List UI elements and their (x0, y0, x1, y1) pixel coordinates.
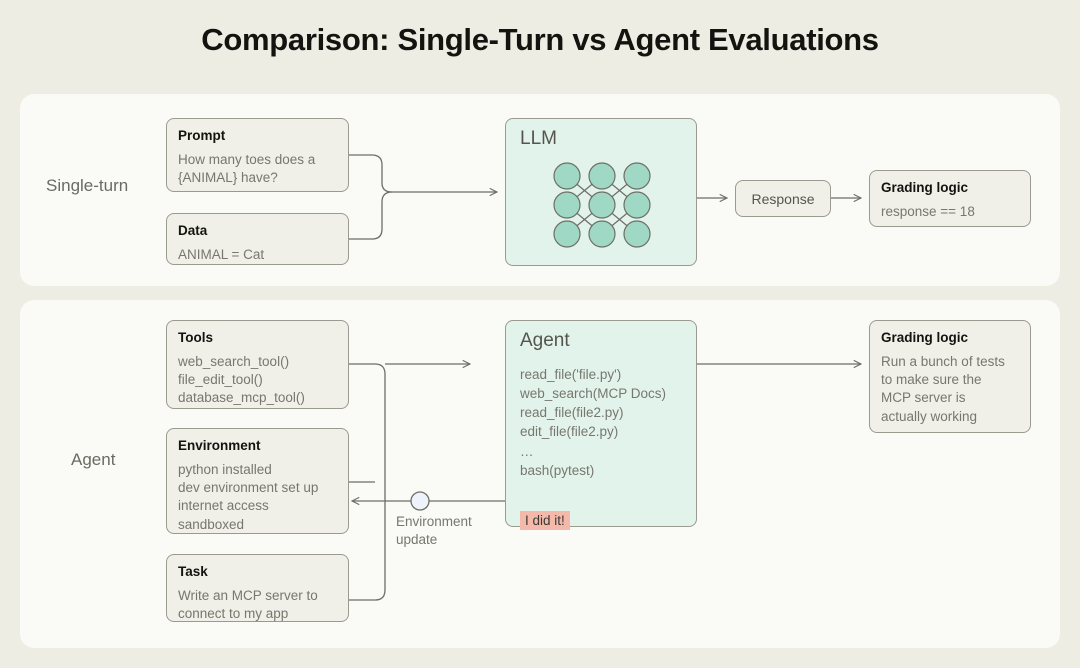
environment-update-label: Environment update (396, 514, 472, 547)
data-card-body: ANIMAL = Cat (178, 246, 265, 262)
tools-card: Tools web_search_tool() file_edit_tool()… (166, 320, 349, 409)
row-label-agent: Agent (71, 450, 116, 469)
task-card-body: Write an MCP server to connect to my app (178, 587, 318, 622)
environment-card: Environment python installed dev environ… (166, 428, 349, 534)
grading-logic-agent-title: Grading logic (881, 330, 969, 345)
task-card-title: Task (178, 564, 208, 579)
page-title: Comparison: Single-Turn vs Agent Evaluat… (201, 22, 879, 57)
tools-card-body: web_search_tool() file_edit_tool() datab… (178, 353, 305, 406)
grading-logic-card-single: Grading logic response == 18 (869, 170, 1031, 227)
grading-logic-card-agent: Grading logic Run a bunch of tests to ma… (869, 320, 1031, 433)
prompt-card-body: How many toes does a {ANIMAL} have? (178, 151, 316, 186)
environment-card-body: python installed dev environment set up … (178, 461, 319, 532)
llm-box: LLM (505, 118, 697, 266)
data-card: Data ANIMAL = Cat (166, 213, 349, 265)
grading-logic-single-body: response == 18 (881, 203, 975, 219)
llm-box-title: LLM (520, 128, 557, 149)
agent-box-title: Agent (520, 330, 570, 351)
agent-tool-call-trace: read_file('file.py') web_search(MCP Docs… (520, 367, 667, 478)
task-card: Task Write an MCP server to connect to m… (166, 554, 349, 622)
environment-card-title: Environment (178, 438, 261, 453)
grading-logic-single-title: Grading logic (881, 180, 969, 195)
prompt-card-title: Prompt (178, 128, 226, 143)
agent-box: Agent read_file('file.py') web_search(MC… (505, 320, 697, 530)
tools-card-title: Tools (178, 330, 213, 345)
agent-final-message: I did it! (520, 511, 570, 530)
prompt-card: Prompt How many toes does a {ANIMAL} hav… (166, 118, 349, 192)
grading-logic-agent-body: Run a bunch of tests to make sure the MC… (881, 353, 1005, 424)
neural-network-icon (553, 162, 651, 248)
row-label-single-turn: Single-turn (46, 176, 129, 195)
response-pill: Response (735, 180, 831, 217)
data-card-title: Data (178, 223, 208, 238)
